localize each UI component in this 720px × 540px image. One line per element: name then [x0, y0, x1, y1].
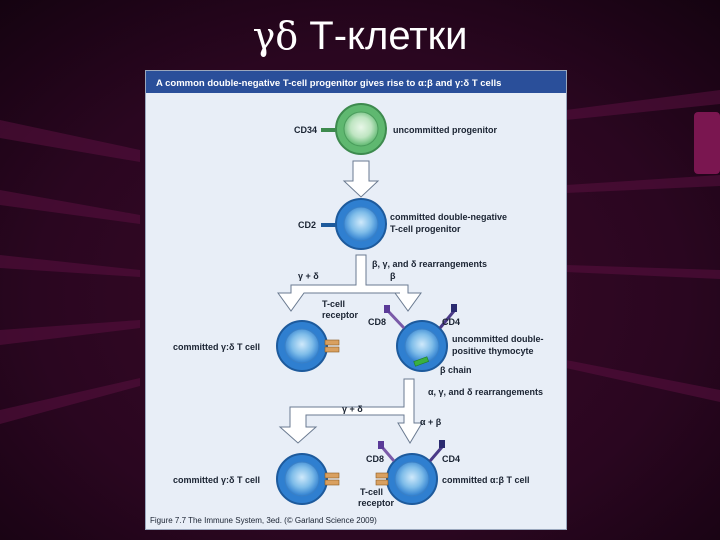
cd4-receptor-1: [438, 310, 456, 329]
label-uncommitted-dp-line1: uncommitted double-: [452, 334, 544, 344]
arrow-down-1: [342, 160, 380, 198]
cell-committed-ab: [386, 453, 438, 505]
label-gamma-delta-2: γ + δ: [342, 404, 363, 414]
figure-caption: Figure 7.7 The Immune System, 3ed. (© Ga…: [150, 516, 377, 525]
cd34-marker: [321, 128, 337, 132]
slide-title-greek: γδ: [252, 14, 299, 58]
label-beta: β: [390, 271, 396, 281]
cd4-head-1: [451, 304, 457, 312]
label-beta-chain: β chain: [440, 365, 472, 375]
figure-header-text: A common double-negative T-cell progenit…: [156, 78, 501, 89]
cell-uncommitted-dp: [396, 320, 448, 372]
label-rearrangements-1: β, γ, and δ rearrangements: [372, 259, 487, 269]
label-committed-gd-2: committed γ:δ T cell: [173, 475, 260, 485]
label-committed-dn-line2: T-cell progenitor: [390, 224, 461, 234]
cell-committed-dn-progenitor: [335, 198, 387, 250]
cd8-head-1: [384, 305, 390, 313]
immune-figure: A common double-negative T-cell progenit…: [145, 70, 567, 530]
tcr-gd-2: [324, 472, 340, 486]
label-uncommitted-progenitor: uncommitted progenitor: [393, 125, 497, 135]
label-cd34: CD34: [294, 125, 317, 135]
branch-arrows-1: [277, 254, 422, 312]
cd8-head-2: [378, 441, 384, 449]
label-tcell-receptor-1a: T-cell: [322, 299, 345, 309]
cell-committed-gd-2: [276, 453, 328, 505]
label-committed-ab: committed α:β T cell: [442, 475, 530, 485]
label-cd8-2: CD8: [366, 454, 384, 464]
label-cd2: CD2: [298, 220, 316, 230]
right-decor-stripes: [566, 90, 720, 402]
tcr-ab: [375, 472, 389, 486]
slide-title: γδ Т-клетки: [0, 14, 720, 59]
label-committed-dn-line1: committed double-negative: [390, 212, 507, 222]
cd2-marker: [321, 223, 337, 227]
label-cd4-1: CD4: [442, 317, 460, 327]
label-cd4-2: CD4: [442, 454, 460, 464]
branch-arrows-2: [278, 378, 423, 444]
label-gamma-delta-1: γ + δ: [298, 271, 319, 281]
cd4-receptor-2: [428, 446, 444, 462]
label-tcell-receptor-1b: receptor: [322, 310, 359, 320]
cell-uncommitted-progenitor: [335, 103, 387, 155]
label-rearrangements-2: α, γ, and δ rearrangements: [428, 387, 543, 397]
tcr-gd-1: [324, 339, 340, 353]
cell-committed-gd-1: [276, 320, 328, 372]
left-decor-stripes: [0, 120, 140, 424]
cd4-head-2: [439, 440, 445, 448]
label-uncommitted-dp-line2: positive thymocyte: [452, 346, 534, 356]
label-committed-gd-1: committed γ:δ T cell: [173, 342, 260, 352]
label-cd8-1: CD8: [368, 317, 386, 327]
figure-header-bar: [146, 71, 566, 93]
cd8-receptor-1: [386, 309, 406, 330]
right-edge-tab: [694, 112, 720, 174]
label-tcell-receptor-2a: T-cell: [360, 487, 383, 497]
cd8-receptor-2: [380, 446, 396, 462]
label-tcell-receptor-2b: receptor: [358, 498, 395, 508]
slide-title-text: Т-клетки: [309, 14, 468, 58]
label-alpha-beta: α + β: [420, 417, 442, 427]
figure-diagram: A common double-negative T-cell progenit…: [146, 71, 566, 525]
beta-chain-marker: [413, 356, 429, 367]
